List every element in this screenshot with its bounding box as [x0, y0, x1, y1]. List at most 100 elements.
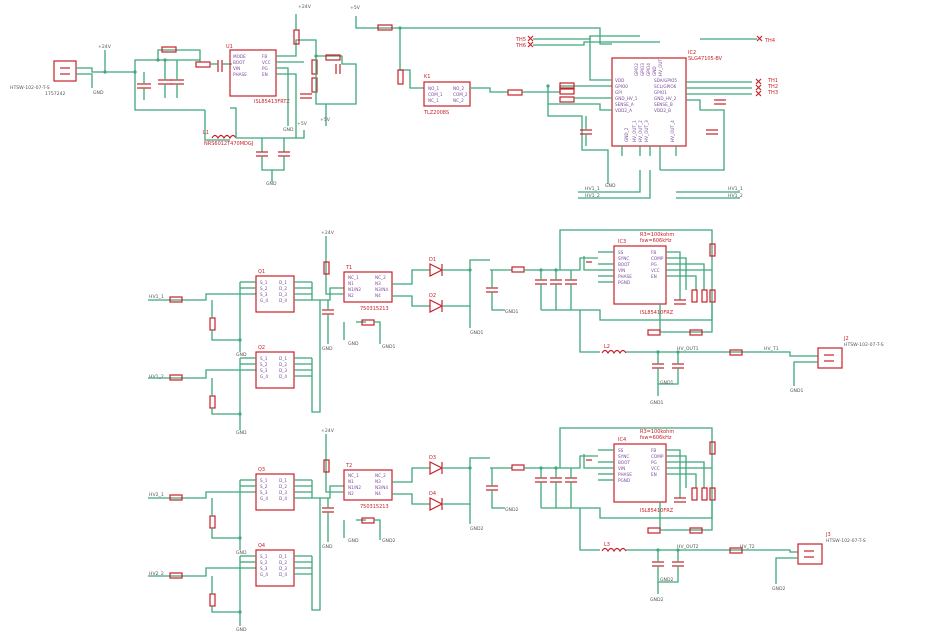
ic3-pin-sync: SYNC [618, 256, 629, 261]
ic4-pin-pg: PG [651, 460, 657, 465]
hv-ctrl-1-label: HV1_1 [149, 294, 164, 300]
pwr-5v-label-2: +5V [297, 121, 308, 127]
hv-out1-label: HV_OUT1 [677, 346, 699, 352]
t2-pin-n2: N2 [348, 491, 354, 496]
j1-ref-label: 1757242 [45, 91, 66, 97]
ic3-pin-vin: VIN [618, 268, 625, 273]
q2-pin-s1: S_1 [260, 356, 268, 361]
resistor-r19 [511, 266, 525, 273]
inductor-l2 [601, 349, 627, 355]
resistor-r10 [559, 82, 575, 89]
ic2-pin-gpio3: GPIO3 [640, 63, 645, 76]
q1-pin-d3: D_3 [279, 292, 287, 297]
j1-part-label: HTSW-102-07-T-S [10, 85, 50, 91]
gnd2-label-4: GND2 [660, 577, 674, 583]
ic2-pin-hvout2: HV_OUT_2 [638, 120, 643, 142]
u1-pin-mode: MODE [233, 54, 246, 59]
ic2-pin-gpi: GPI [615, 90, 622, 95]
q3-pin-d4: D_4 [279, 496, 287, 501]
resistor-r5 [311, 77, 318, 93]
resistor-r12 [559, 96, 575, 103]
pwr-24v-label-2: +24V [298, 4, 312, 10]
ic3-pin-vcc: VCC [651, 268, 660, 273]
q1-pin-s3: S_3 [260, 292, 268, 297]
ic2-pin-vdd2a: VDD2_A [615, 108, 632, 113]
resistor-r2 [195, 61, 211, 68]
u1-pin-boot: BOOT [233, 60, 245, 65]
hv-net-1-2: HV1_2 [585, 193, 600, 199]
resistor-r13 [169, 296, 183, 303]
gnd1-label-3: GND1 [505, 309, 519, 315]
ic4-pin-ss: SS [618, 448, 624, 453]
q4-pin-s1: S_1 [260, 554, 268, 559]
q1-pin-d1: D_1 [279, 280, 287, 285]
diode-d1 [429, 263, 444, 277]
resistor-r33 [511, 464, 525, 471]
k1-pin-no1: NO_1 [428, 86, 440, 91]
th-label-4: TH4 [764, 38, 775, 44]
ic4-pin-vin: VIN [618, 466, 625, 471]
ic2-pin-scl: SCL/GPIO6 [654, 84, 677, 89]
chip-ic4 [613, 443, 667, 503]
t1-pin-n4: N4 [375, 293, 381, 298]
q4-ref: Q4 [258, 543, 265, 549]
connector-j3 [797, 543, 823, 565]
q3-pin-d2: D_2 [279, 484, 287, 489]
q1-pin-d2: D_2 [279, 286, 287, 291]
ic4-pin-boot: BOOT [618, 460, 630, 465]
q1-pin-s1: S_1 [260, 280, 268, 285]
l3-ref: L3 [604, 542, 610, 548]
ic2-pin-hvout3: HV_OUT_3 [644, 120, 649, 142]
j3-ref: J3 [825, 532, 831, 538]
t1-pin-n3: N3 [375, 281, 381, 286]
relay-k1 [423, 81, 471, 107]
transformer-t1 [343, 271, 393, 303]
ic4-pin-vcc: VCC [651, 466, 660, 471]
t2-ref: T2 [345, 463, 352, 469]
gnd-label-7: GND [322, 346, 333, 352]
q1-pin-g4: G_4 [260, 298, 268, 303]
resistor-r24 [647, 329, 661, 336]
j2-part: HTSW-102-07-T-S [844, 342, 884, 348]
q4-pin-g4: G_4 [260, 572, 268, 577]
t2-pin-n1: N1 [348, 479, 354, 484]
inductor-l3 [601, 547, 627, 553]
resistor-r38 [647, 527, 661, 534]
gnd2-label-2: GND2 [470, 526, 484, 532]
ic4-pin-en: EN [651, 472, 657, 477]
th-label-1: TH1 [767, 78, 778, 84]
ic3-pin-pgnd: PGND [618, 280, 630, 285]
q2-pin-d3: D_3 [279, 368, 287, 373]
ic2-pin-sda: SDA/GPIO5 [654, 78, 677, 83]
ic4-pin-sync: SYNC [618, 454, 629, 459]
gnd1-label-2: GND1 [470, 330, 484, 336]
t1-pin-nc1: NC_1 [348, 275, 359, 280]
q4-pin-d4: D_4 [279, 572, 287, 577]
resistor-r9 [507, 89, 523, 96]
gnd-label-3: GND [266, 181, 277, 187]
chip-ic3 [613, 245, 667, 305]
q3-pin-s2: S_2 [260, 484, 268, 489]
resistor-r29 [209, 515, 216, 529]
resistor-r14 [169, 374, 183, 381]
resistor-r25 [689, 329, 703, 336]
resistor-r11 [559, 88, 575, 95]
t1-pin-n1: N1 [348, 281, 354, 286]
gnd-label-9: GND [236, 550, 247, 556]
ic2-pin-gpio0: GPIO0 [615, 84, 628, 89]
u1-pin-fb: FB [262, 54, 267, 59]
th-label-6: TH6 [515, 43, 526, 49]
ic3-pin-phase: PHASE [618, 274, 632, 279]
hv-ctrl-4-label: HV2_2 [149, 571, 164, 577]
power-input-section: HTSW-102-07-T-S 1757242 GND +24V U1 ISL8… [10, 4, 357, 187]
l1-part: NRS6012T470MDGJ [204, 141, 253, 147]
l1-ref: L1 [203, 130, 209, 136]
connector-j1 [53, 60, 77, 82]
q1-ref: Q1 [258, 269, 265, 275]
u1-pin-phase: PHASE [233, 72, 247, 77]
u1-pin-vin: VIN [233, 66, 240, 71]
resistor-r4 [311, 59, 318, 75]
gnd-label-11: GND [322, 544, 333, 550]
relay-and-controller-section: +5V K1 TLZ2008S NO_1 COM_1 NC_1 NO_2 COM… [350, 5, 778, 199]
